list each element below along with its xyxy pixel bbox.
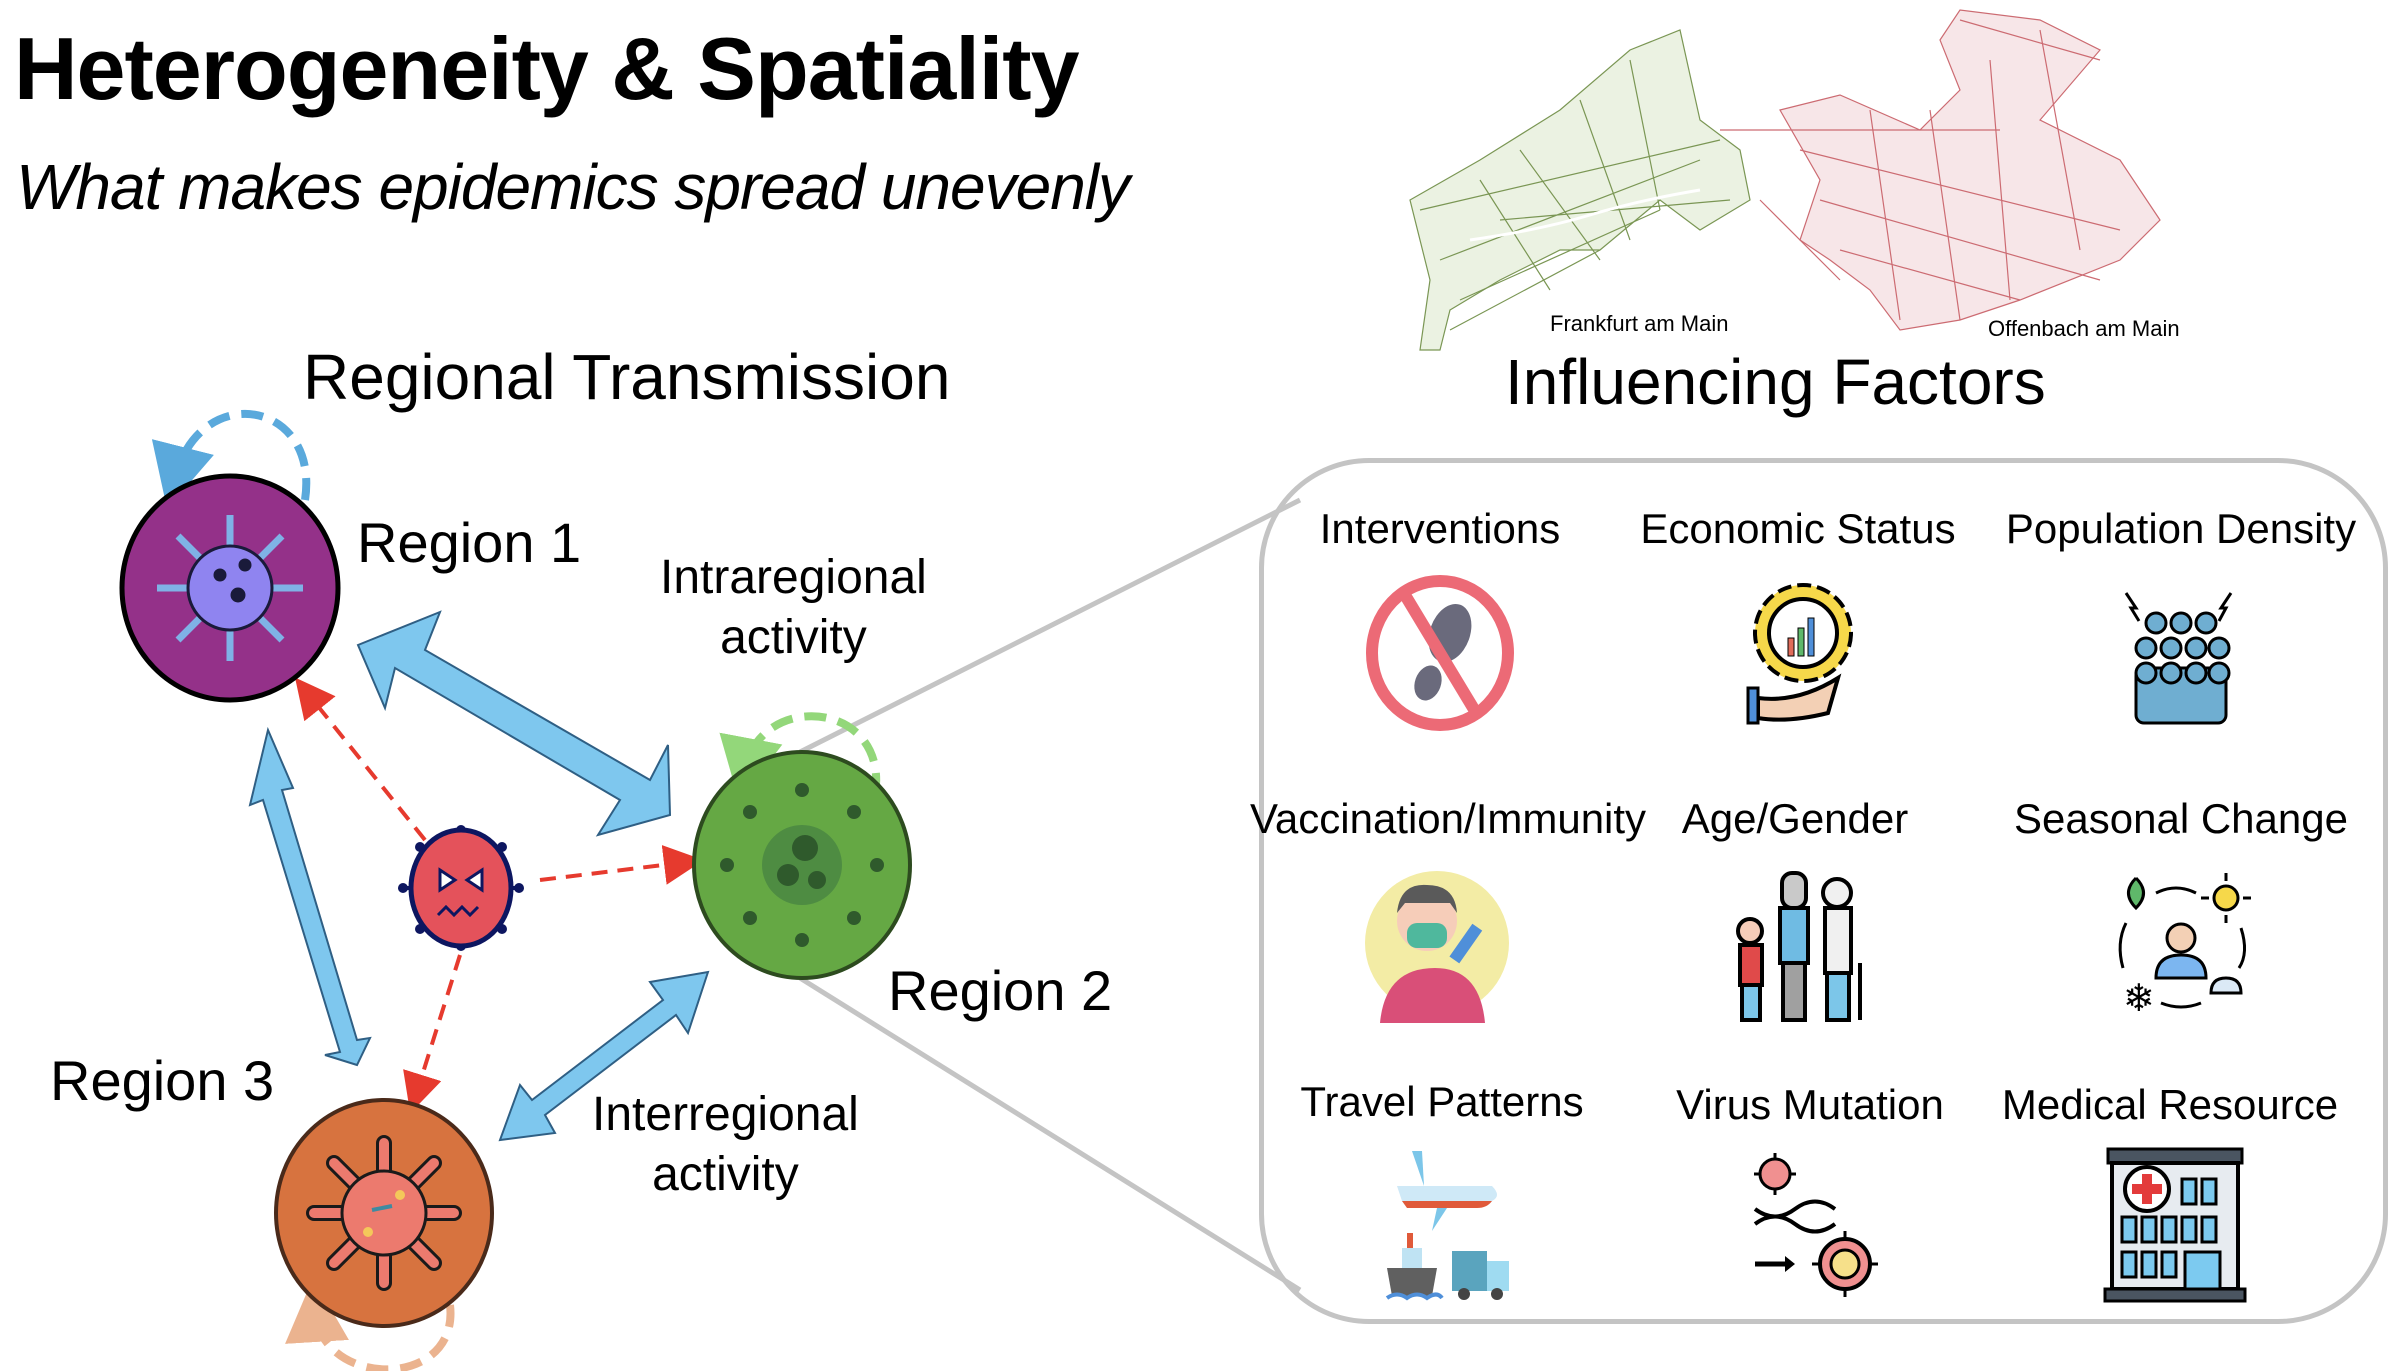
intraregional-loop-r3 — [285, 1278, 455, 1371]
virus-icon — [720, 783, 884, 947]
frankfurt-map — [1409, 29, 1751, 351]
region-2-node — [692, 750, 912, 980]
plane-ship-truck-icon — [1385, 1151, 1509, 1301]
map-label-frankfurt: Frankfurt am Main — [1550, 311, 1729, 336]
seasons-cycle-icon: ❄ — [2118, 873, 2251, 1020]
interregional-activity-label: Interregional activity — [592, 1088, 859, 1201]
factor-virus-mutation: Virus Mutation — [1625, 1081, 1995, 1309]
factor-age-gender: Age/Gender — [1610, 795, 1980, 1023]
factor-vaccination-immunity: Vaccination/Immunity — [1250, 795, 1646, 1023]
virus-icon — [306, 1135, 462, 1291]
offenbach-map — [1720, 9, 2161, 331]
intraregional-loop-r1 — [151, 409, 311, 509]
page-title: Heterogeneity & Spatiality — [14, 19, 1080, 118]
connector-line-top — [798, 497, 1302, 755]
gear-chart-hand-icon — [1746, 583, 1853, 725]
factors-panel — [1259, 458, 2388, 1324]
intraregional-activity-label: Intraregional activity — [660, 551, 927, 664]
factor-economic-status: Economic Status — [1613, 505, 1983, 733]
interregional-arrow-r1-r3 — [248, 726, 372, 1067]
factor-travel-patterns: Travel Patterns — [1257, 1078, 1627, 1306]
region-1-node — [119, 473, 341, 703]
vaccinated-person-icon — [1365, 871, 1509, 1023]
region-3-label: Region 3 — [50, 1049, 275, 1112]
interregional-arrow-r1-r2 — [356, 610, 672, 837]
interregional-arrow-r2-r3 — [498, 970, 710, 1142]
transmission-diagram — [119, 409, 912, 1371]
region-3-node — [274, 1098, 494, 1328]
city-maps — [1409, 9, 2161, 351]
regional-transmission-title: Regional Transmission — [303, 341, 951, 413]
virus-dna-mutation-icon — [1753, 1153, 1878, 1297]
intraregional-loop-r2 — [719, 712, 881, 802]
age-groups-icon — [1736, 871, 1862, 1022]
factor-population-density: Population Density — [1996, 505, 2366, 733]
connector-line-bottom — [798, 975, 1302, 1293]
map-label-offenbach: Offenbach am Main — [1988, 316, 2180, 341]
no-footprint-icon — [1366, 575, 1514, 731]
infection-path-to-r3 — [403, 954, 462, 1114]
region-1-label: Region 1 — [357, 511, 582, 574]
infection-path-to-r2 — [539, 845, 704, 885]
svg-text:❄: ❄ — [2123, 976, 2155, 1020]
region-2-label: Region 2 — [888, 959, 1113, 1022]
infection-path-to-r1 — [295, 677, 427, 842]
factor-seasonal-change: Seasonal Change ❄ — [1996, 795, 2366, 1023]
factor-interventions: Interventions — [1255, 505, 1625, 733]
virus-icon — [157, 515, 303, 661]
pathogen-node — [398, 825, 524, 951]
factor-medical-resource: Medical Resource — [1985, 1081, 2355, 1309]
hospital-icon — [2103, 1147, 2247, 1303]
influencing-factors-title: Influencing Factors — [1505, 346, 2046, 418]
crowd-icon — [2124, 592, 2233, 725]
page-subtitle: What makes epidemics spread unevenly — [16, 151, 1130, 223]
